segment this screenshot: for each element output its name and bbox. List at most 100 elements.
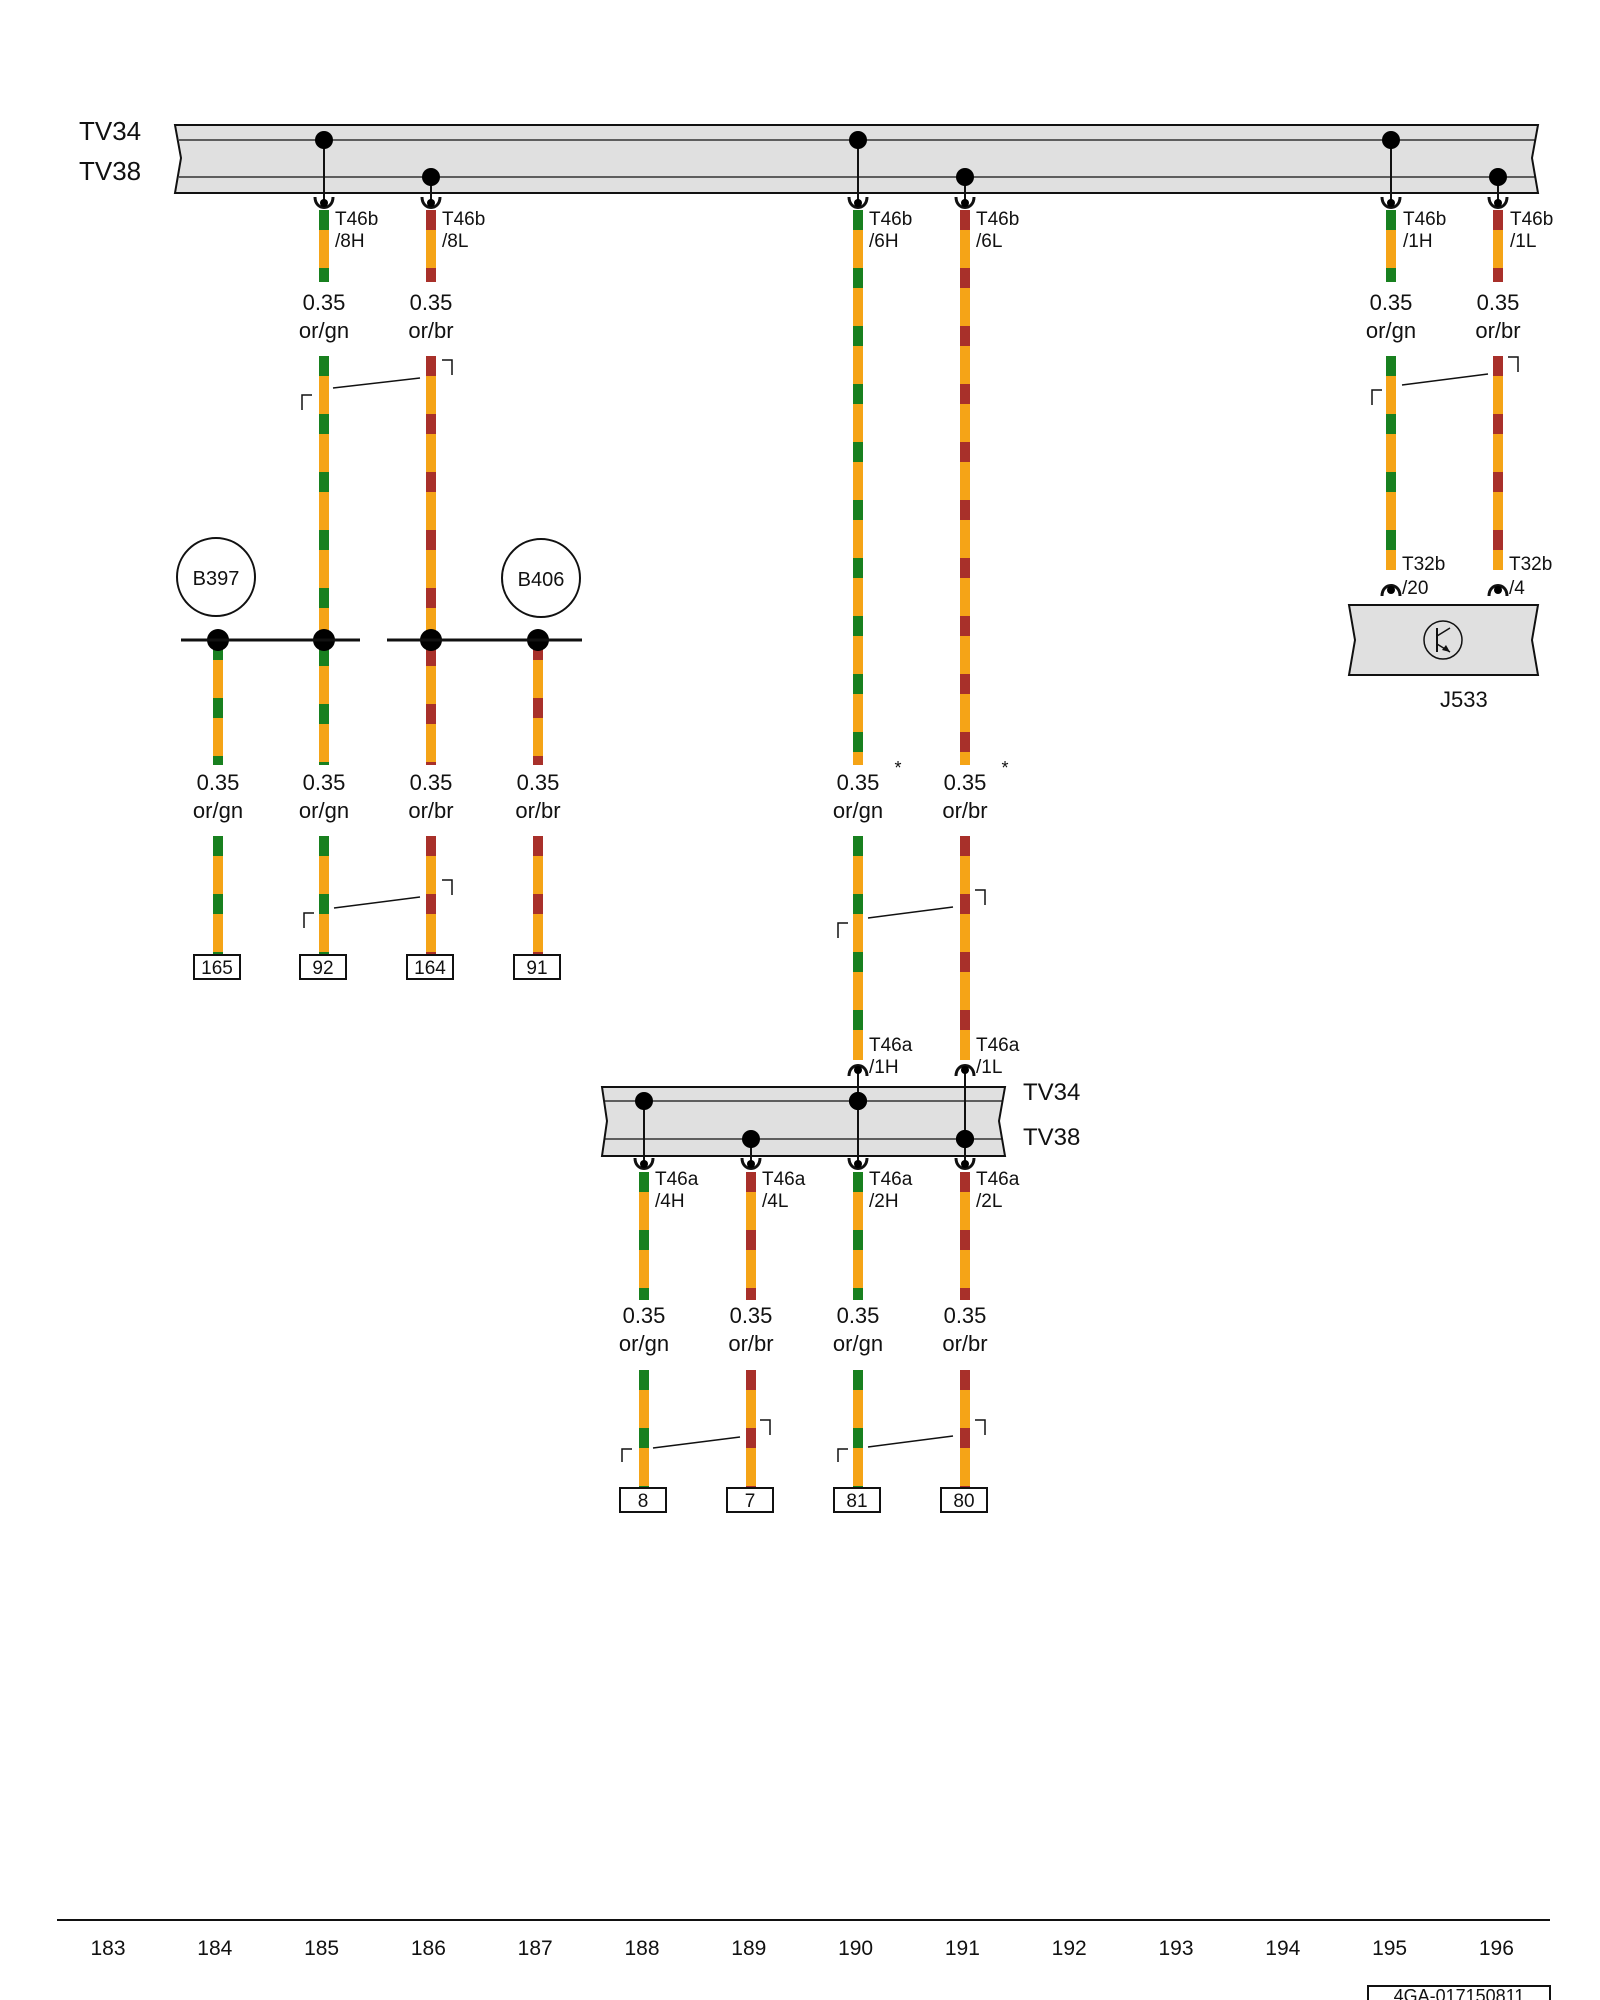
bus-junction-dot [635,1092,653,1110]
connector-pin-dot [1387,586,1395,594]
conn-t46a-1h-sub: /1H [869,1057,899,1078]
wire-label-size: 0.35 [944,1303,987,1328]
conn-t46a-1l-pin: T46a [976,1035,1020,1056]
conn-t46a-1l-sub: /1L [976,1057,1002,1078]
target-box-8[interactable]: 8 [619,1487,667,1513]
conn-t46b-1h-sub: /1H [1403,231,1433,252]
connector-hook-icon [847,1157,869,1170]
conn-t46b-1l-pin: T46b [1510,209,1553,230]
wire-label-size: 0.35 [197,770,240,795]
bus-junction-dot [1382,131,1400,149]
target-box-165[interactable]: 165 [193,954,241,980]
column-number: 189 [731,1937,766,1960]
conn-t46a-4l-sub: /4L [762,1191,788,1212]
connector-pin-dot [854,199,862,207]
connector-pin-dot [1387,199,1395,207]
wire-label-size: 0.35 [837,1303,880,1328]
column-number: 188 [624,1937,659,1960]
conn-t46b-6l-sub: /6L [976,231,1002,252]
column-number: 183 [90,1937,125,1960]
wire-label-color: or/br [942,1331,987,1356]
target-box-label: 80 [953,1491,974,1512]
wire-label-size: 0.35 [410,770,453,795]
conn-t46a-2l-pin: T46a [976,1169,1020,1190]
bus-junction-dot [742,1130,760,1148]
wire-label-color: or/gn [193,798,243,823]
wire-label-color: or/br [408,798,453,823]
connector-pin-dot [320,199,328,207]
target-box-label: 7 [745,1491,756,1512]
connector-hook-icon [954,196,976,209]
wire-labels-row2: 0.35 or/gn 0.35 or/gn 0.35 or/br 0.35 or… [193,758,1009,823]
document-id-label: 4GA-017150811 [1394,1986,1525,2000]
splice-b406-label: B406 [518,569,565,591]
wire-label-size: 0.35 [730,1303,773,1328]
connector-pin-dot [1494,586,1502,594]
wire-label-color: or/br [942,798,987,823]
splice-b406: B406 [501,538,581,618]
wire-label-color: or/br [408,318,453,343]
target-box-81[interactable]: 81 [833,1487,881,1513]
wire-label-size: 0.35 [303,770,346,795]
conn-t46b-8h-sub: /8H [335,231,365,252]
conn-t46a-2h-sub: /2H [869,1191,899,1212]
conn-t46a-4h-pin: T46a [655,1169,699,1190]
bus-junction-dot [849,1092,867,1110]
wire-label-mark: * [894,758,901,778]
conn-t46b-1h-pin: T46b [1403,209,1446,230]
bus-junction-dot [956,1130,974,1148]
wire-label-color: or/br [1475,318,1520,343]
bus-junction-dot [956,168,974,186]
target-box-80[interactable]: 80 [940,1487,988,1513]
connector-pin-dot [961,1066,969,1074]
conn-t46a-4l-pin: T46a [762,1169,806,1190]
lower-bus-label-tv34: TV34 [1023,1079,1080,1106]
connector-pin-dot [854,1066,862,1074]
connector-hook-icon [847,196,869,209]
lower-bus-label-tv38: TV38 [1023,1124,1080,1151]
column-number: 194 [1265,1937,1300,1960]
connector-hook-icon [1380,196,1402,209]
connector-hook-icon [847,1064,869,1077]
wire-labels-row3: 0.35 or/gn 0.35 or/br 0.35 or/gn 0.35 or… [619,1303,988,1356]
connector-hook-icon [1380,584,1402,597]
splice-b397: B397 [176,537,256,617]
connector-hook-icon [954,1157,976,1170]
wire-label-size: 0.35 [1477,290,1520,315]
column-number: 196 [1479,1937,1514,1960]
target-boxes-left: 165 92 164 91 [193,954,561,980]
target-box-label: 164 [414,958,446,979]
top-connector-labels: T46b /8H T46b /8L T46b /6H T46b /6L T46b… [335,209,1553,252]
connector-pin-dot [961,199,969,207]
target-box-7[interactable]: 7 [726,1487,774,1513]
target-box-164[interactable]: 164 [406,954,454,980]
column-number: 185 [304,1937,339,1960]
column-number: 190 [838,1937,873,1960]
wire-label-mark: * [1001,758,1008,778]
connector-pin-dot [854,1160,862,1168]
wire-label-size: 0.35 [1370,290,1413,315]
connector-hook-icon [740,1157,762,1170]
connector-pin-dot [640,1160,648,1168]
component-j533: J533 [1347,604,1540,712]
conn-t46b-6h-pin: T46b [869,209,912,230]
target-box-91[interactable]: 91 [513,954,561,980]
connector-hook-icon [954,1064,976,1077]
connector-hook-icon [313,196,335,209]
wire-label-size: 0.35 [623,1303,666,1328]
connector-hook-icon [1487,196,1509,209]
conn-t46b-8h-pin: T46b [335,209,378,230]
column-number: 195 [1372,1937,1407,1960]
wire-label-color: or/gn [299,798,349,823]
target-boxes-bottom: 8 7 81 80 [619,1487,988,1513]
target-box-92[interactable]: 92 [299,954,347,980]
target-box-label: 81 [846,1491,867,1512]
top-bus-label-tv34: TV34 [79,116,141,146]
bus-junction-dot [422,168,440,186]
wire-label-size: 0.35 [837,770,880,795]
conn-t32b-20-pin: T32b [1402,554,1445,575]
column-number: 187 [518,1937,553,1960]
conn-t46b-6h-sub: /6H [869,231,899,252]
conn-t32b-4-sub: /4 [1509,578,1525,599]
connector-pin-dot [427,199,435,207]
